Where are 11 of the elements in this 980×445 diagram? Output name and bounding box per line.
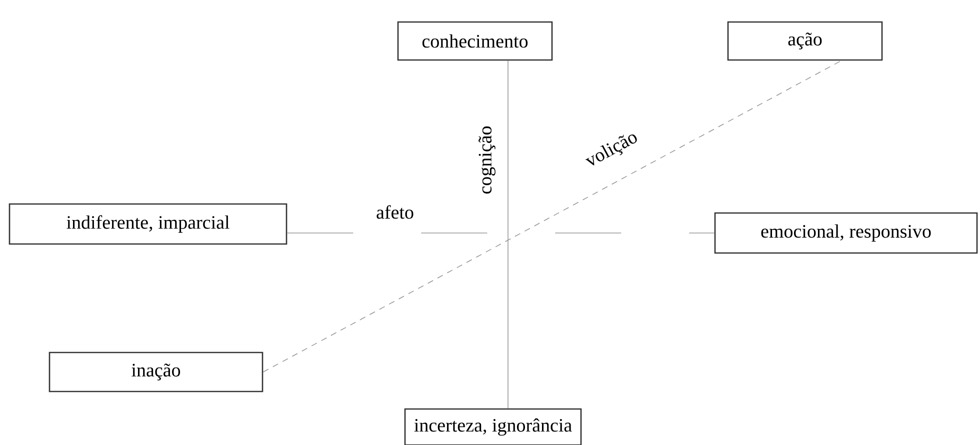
concept-box: incerteza, ignorância (404, 408, 582, 445)
concept-box: emocional, responsivo (714, 212, 978, 254)
concept-box: indiferente, imparcial (8, 203, 288, 245)
concept-box: conhecimento (397, 21, 553, 61)
edge-label: afeto (376, 205, 414, 219)
concept-box: ação (727, 21, 883, 61)
concept-box: inação (48, 352, 264, 392)
axis-line (262, 60, 842, 372)
edge-label: cognição (478, 126, 496, 194)
edge-label: volição (585, 134, 637, 166)
axis-line (286, 232, 715, 234)
